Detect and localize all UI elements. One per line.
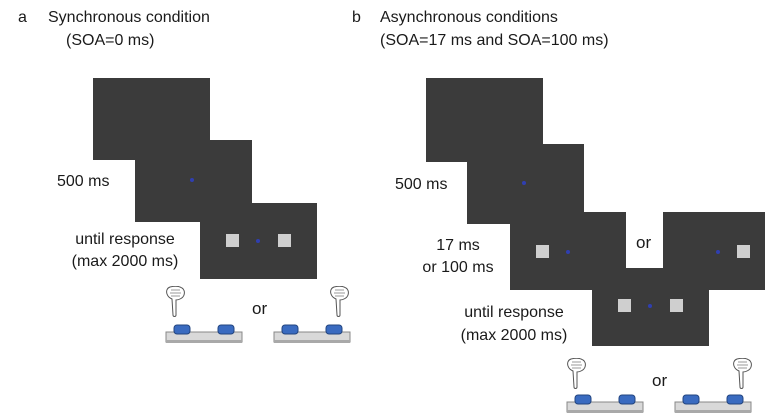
left-pointing-hand-icon bbox=[165, 286, 187, 318]
left-stimulus bbox=[536, 245, 549, 258]
left-stimulus bbox=[618, 299, 631, 312]
left-stimulus bbox=[226, 234, 239, 247]
fixation-point bbox=[716, 250, 720, 254]
right-stimulus bbox=[670, 299, 683, 312]
response-max-label: (max 2000 ms) bbox=[71, 253, 179, 270]
panel-a-letter: a bbox=[18, 9, 27, 26]
fixation-screen bbox=[467, 144, 584, 224]
right-stimulus bbox=[278, 234, 291, 247]
or-label: or bbox=[652, 371, 668, 390]
panel-b-soa-label: (SOA=17 ms and SOA=100 ms) bbox=[380, 32, 609, 49]
response-box-left-press-icon bbox=[165, 322, 243, 346]
fixation-point bbox=[256, 239, 260, 243]
fixation-point bbox=[190, 178, 194, 182]
fixation-point bbox=[648, 304, 652, 308]
fixation-point bbox=[522, 181, 526, 185]
response-box-left-press-icon bbox=[566, 392, 644, 416]
or-label: or bbox=[252, 299, 268, 318]
fixation-point bbox=[566, 250, 570, 254]
fixation-duration-label: 500 ms bbox=[395, 176, 448, 193]
response-max-label: (max 2000 ms) bbox=[460, 327, 568, 344]
right-stimulus bbox=[737, 245, 750, 258]
soa-duration-label-2: or 100 ms bbox=[422, 259, 494, 276]
fixation-duration-label: 500 ms bbox=[57, 173, 110, 190]
stimulus-screen bbox=[592, 268, 709, 346]
soa-duration-label: 17 ms bbox=[436, 237, 480, 254]
right-pointing-hand-icon bbox=[732, 358, 754, 390]
first-stimulus-screen-right bbox=[663, 212, 765, 290]
response-box-right-press-icon bbox=[674, 392, 752, 416]
screen-or-label: or bbox=[636, 233, 652, 252]
panel-a-title: Synchronous condition bbox=[48, 9, 210, 26]
response-box-right-press-icon bbox=[273, 322, 351, 346]
panel-a-soa-label: (SOA=0 ms) bbox=[66, 32, 155, 49]
response-label: until response bbox=[464, 304, 564, 321]
right-pointing-hand-icon bbox=[329, 286, 351, 318]
panel-b-letter: b bbox=[352, 9, 361, 26]
panel-b-title: Asynchronous conditions bbox=[380, 9, 558, 26]
left-pointing-hand-icon bbox=[566, 358, 588, 390]
response-label: until response bbox=[75, 231, 175, 248]
stimulus-screen bbox=[200, 203, 317, 279]
